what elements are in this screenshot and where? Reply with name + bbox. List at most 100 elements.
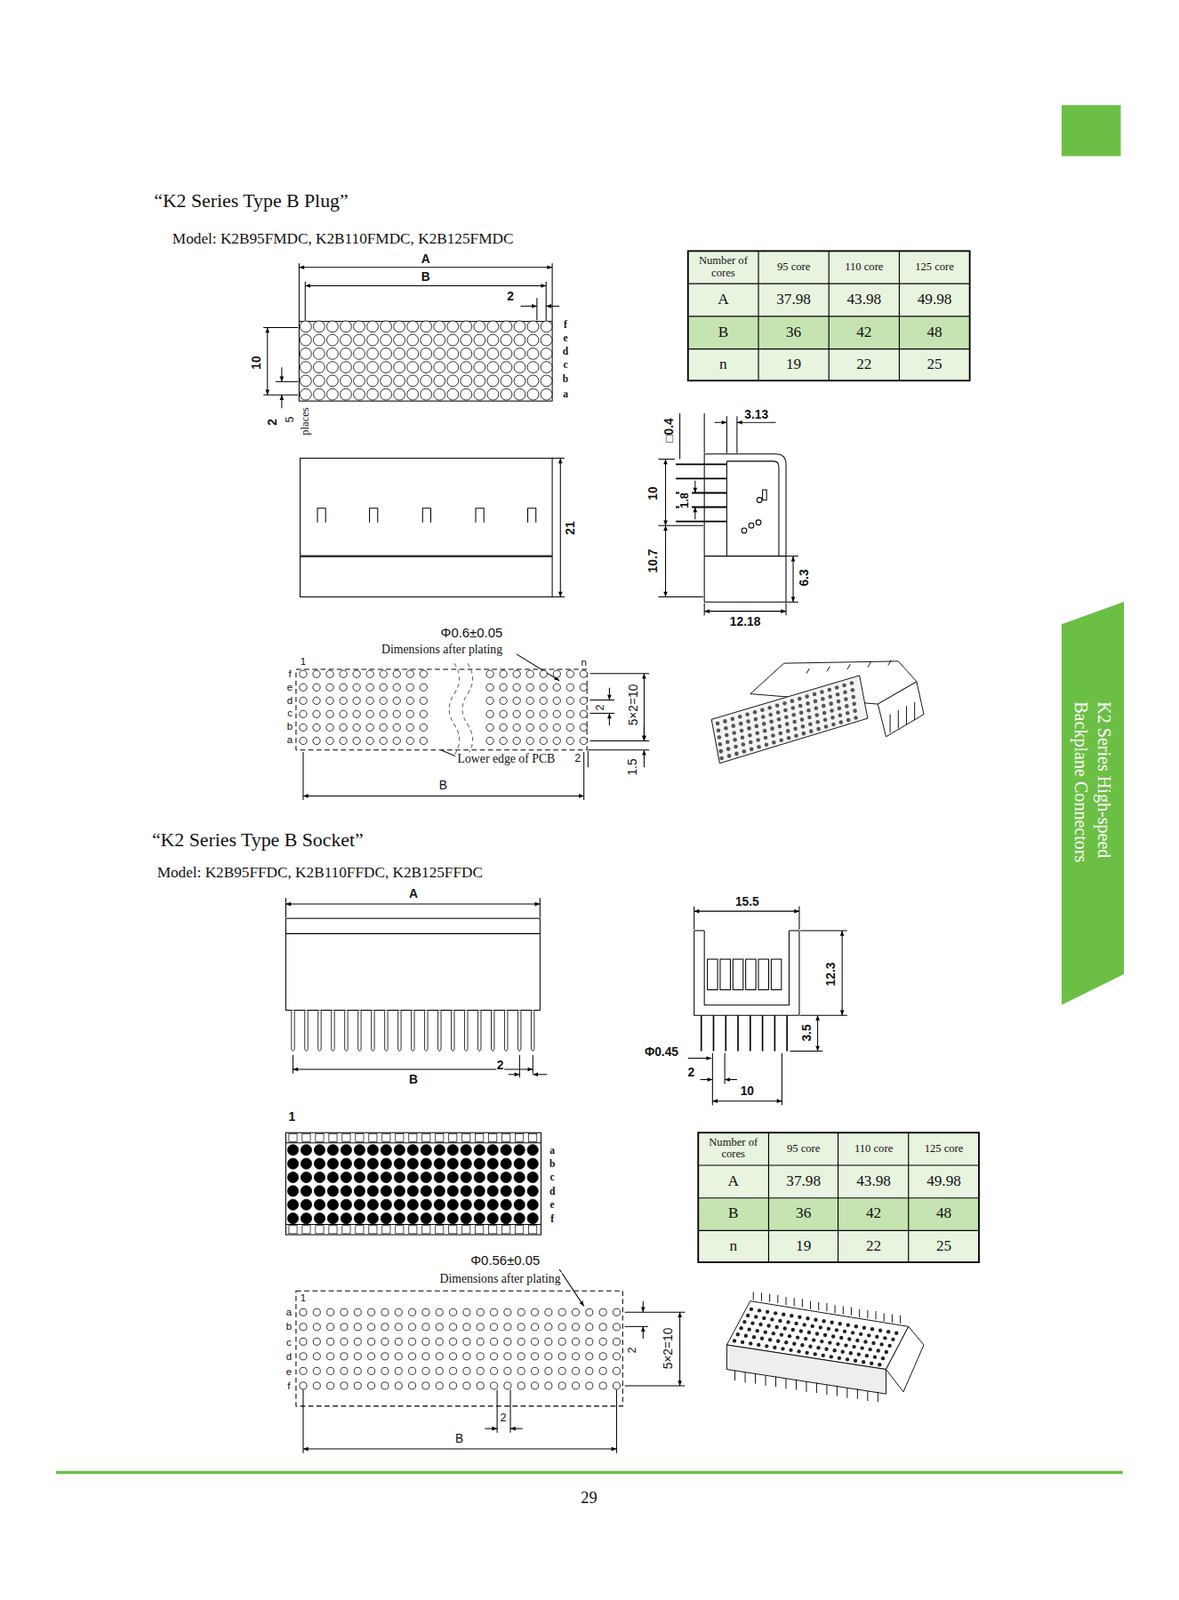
pcb-hole bbox=[381, 1323, 389, 1332]
pin-hole bbox=[527, 361, 539, 374]
pcb-hole bbox=[393, 710, 401, 718]
pcb-hole bbox=[553, 723, 561, 731]
section-heading: “K2 Series Type B Socket” bbox=[151, 829, 365, 851]
contact-dot bbox=[876, 1348, 881, 1353]
pin-hole bbox=[380, 334, 393, 346]
dimension-label: 6.3 bbox=[797, 568, 811, 587]
pcb-hole bbox=[539, 710, 547, 718]
pin-dot bbox=[814, 713, 819, 718]
pcb-hole bbox=[526, 723, 534, 731]
socket-contact bbox=[433, 1158, 445, 1170]
pin-dot bbox=[830, 715, 835, 721]
pin-hole bbox=[299, 375, 312, 387]
pcb-hole bbox=[394, 1338, 402, 1346]
comb-tooth bbox=[502, 1133, 511, 1142]
socket-contact bbox=[327, 1186, 338, 1197]
socket-contact bbox=[353, 1171, 365, 1183]
pin-dot bbox=[824, 724, 829, 730]
pin-dot bbox=[819, 689, 825, 695]
callout-note: Lower edge of PCB bbox=[457, 753, 557, 767]
pin-hole bbox=[380, 375, 393, 387]
pcb-hole bbox=[312, 737, 321, 745]
pin-dot bbox=[741, 742, 746, 747]
pin-hole bbox=[460, 361, 473, 374]
pcb-hole bbox=[409, 1367, 417, 1375]
pin-number: 1 bbox=[288, 1111, 297, 1125]
socket-contact bbox=[473, 1158, 485, 1170]
dimension-label: 1.5 bbox=[625, 758, 640, 778]
pcb-hole bbox=[419, 737, 427, 745]
socket-contact bbox=[420, 1171, 432, 1183]
row-letter: c bbox=[285, 1336, 293, 1348]
socket-contact bbox=[393, 1199, 405, 1211]
plug-side-view bbox=[657, 413, 798, 616]
pcb-hole bbox=[340, 1323, 348, 1332]
socket-contact bbox=[353, 1199, 365, 1211]
pcb-hole bbox=[513, 710, 521, 718]
pcb-hole bbox=[299, 723, 307, 731]
row-letter: a bbox=[286, 734, 294, 746]
row-letter: c bbox=[286, 707, 294, 720]
socket-contact bbox=[500, 1186, 512, 1197]
contact-dot bbox=[859, 1346, 864, 1350]
pin-hole bbox=[540, 375, 553, 387]
callout-note: Dimensions after plating bbox=[438, 1272, 562, 1286]
pcb-hole bbox=[517, 1353, 525, 1361]
dimension-label: 2 bbox=[626, 1346, 640, 1355]
pin-dot bbox=[820, 697, 826, 702]
socket-contact bbox=[287, 1186, 298, 1197]
tab-fill bbox=[1061, 601, 1124, 1005]
pcb-hole bbox=[368, 1308, 376, 1316]
contact-dot bbox=[765, 1310, 770, 1315]
pcb-hole bbox=[326, 737, 334, 745]
socket-contact bbox=[527, 1213, 538, 1225]
pcb-hole bbox=[352, 723, 361, 731]
pcb-hole bbox=[326, 670, 334, 678]
pin-dot bbox=[786, 729, 791, 734]
pin-dot bbox=[812, 692, 818, 698]
pcb-hole bbox=[326, 683, 334, 691]
pcb-hole bbox=[312, 723, 321, 731]
pcb-hole bbox=[366, 670, 374, 678]
socket-pin bbox=[530, 1010, 534, 1051]
pcb-hole bbox=[353, 1382, 361, 1390]
pcb-hole bbox=[571, 1308, 579, 1316]
dimension-label: 12.3 bbox=[824, 962, 838, 988]
pin-dot bbox=[731, 730, 737, 736]
pin-hole bbox=[380, 361, 393, 374]
socket-contact bbox=[340, 1145, 352, 1156]
pin-dot bbox=[800, 717, 805, 722]
socket-contact bbox=[487, 1171, 498, 1183]
dimension-label: Φ0.56±0.05 bbox=[469, 1253, 541, 1268]
dimension-label: 5×2=10 bbox=[661, 1326, 675, 1371]
pin-hole bbox=[380, 320, 393, 333]
table-cell: 36 bbox=[794, 1205, 812, 1223]
contact-dot bbox=[837, 1356, 842, 1361]
pin-dot bbox=[791, 705, 796, 711]
contact-dot bbox=[865, 1354, 869, 1358]
pin-dot bbox=[799, 710, 804, 715]
pcb-hole bbox=[406, 683, 414, 691]
contact-dot bbox=[821, 1354, 826, 1358]
pin-dot bbox=[842, 689, 848, 695]
contact-dot bbox=[857, 1353, 861, 1357]
pin-hole bbox=[513, 388, 526, 401]
pin-dot bbox=[760, 707, 765, 713]
socket-contact bbox=[367, 1199, 378, 1211]
contact-dot bbox=[870, 1327, 875, 1332]
pcb-hole bbox=[422, 1367, 430, 1375]
socket-pcb-pattern bbox=[296, 1269, 685, 1454]
dimension-label: 1.8 bbox=[680, 491, 693, 510]
callout-note: Dimensions after plating bbox=[380, 643, 504, 658]
pcb-hole bbox=[435, 1353, 443, 1361]
socket-contact bbox=[300, 1186, 312, 1197]
socket-contact bbox=[420, 1186, 432, 1197]
contact-dot bbox=[802, 1323, 806, 1327]
contact-dot bbox=[749, 1307, 754, 1312]
contact-dot bbox=[838, 1322, 843, 1326]
pin-hole bbox=[447, 375, 459, 387]
dimension-label: Φ0.45 bbox=[643, 1045, 680, 1059]
pin-dot bbox=[753, 710, 758, 715]
pcb-hole bbox=[526, 710, 534, 718]
contact-dot bbox=[829, 1355, 834, 1359]
